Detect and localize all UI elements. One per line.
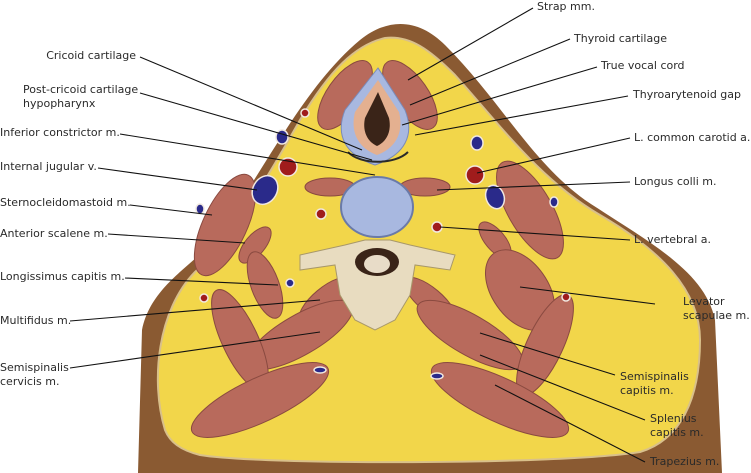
vessel [285, 278, 295, 288]
spinal-cord [364, 255, 390, 273]
right-internal-jugular [251, 174, 279, 206]
leader-semispinalis-capitis [479, 332, 616, 376]
leader-thyroid [409, 38, 571, 106]
label-line: capitis m. [650, 426, 704, 439]
left-common-carotid [465, 165, 485, 185]
label-line: Post-cricoid cartilage [23, 83, 139, 96]
muscle-group [190, 60, 574, 438]
label-line: scapulae m. [683, 309, 750, 322]
label-true-vocal-cord: True vocal cord [601, 59, 685, 72]
label-multifidus: Multifidus m. [0, 314, 72, 327]
leader-splenius [479, 354, 646, 421]
label-line: Levator [683, 295, 725, 308]
cricoid-cartilage [347, 151, 409, 163]
sternocleidomastoid-left [193, 173, 257, 277]
leader-vertebral [439, 226, 631, 241]
leader-strap [407, 7, 534, 81]
leader-trapezius [494, 384, 646, 463]
leader-anterior-scalene [107, 233, 246, 244]
vessel [430, 372, 444, 380]
leader-carotid [476, 137, 631, 174]
leader-semispinalis-cervicis [69, 331, 321, 369]
label-line: cervicis m. [0, 375, 60, 388]
right-common-carotid [278, 157, 298, 177]
leader-inferior-constrictor [119, 133, 376, 176]
label-line: hypopharynx [23, 97, 96, 110]
leader-longus [436, 181, 631, 191]
label-cricoid-cartilage: Cricoid cartilage [46, 49, 136, 62]
label-thyroarytenoid-gap: Thyroarytenoid gap [633, 88, 742, 101]
leader-vocal-cord [401, 66, 598, 126]
vessel [195, 203, 205, 215]
leader-levator [519, 286, 656, 305]
vessel [313, 366, 327, 374]
airway [364, 92, 390, 146]
leader-lines [69, 7, 656, 463]
anterior-scalene-left [238, 226, 272, 264]
vessel [300, 108, 310, 118]
label-l-common-carotid: L. common carotid a. [634, 131, 751, 144]
leader-thyroarytenoid [414, 95, 629, 136]
trapezius-left [190, 362, 330, 438]
left-internal-jugular [484, 184, 506, 210]
leader-post-cricoid [139, 92, 373, 161]
label-longissimus-capitis: Longissimus capitis m. [0, 270, 125, 283]
label-line: Splenius [650, 412, 697, 425]
label-sternocleidomastoid: Sternocleidomastoid m. [0, 196, 131, 209]
label-inferior-constrictor: Inferior constrictor m. [0, 126, 120, 139]
right-external-jugular [275, 129, 289, 145]
label-longus-colli: Longus colli m. [634, 175, 717, 188]
label-thyroid-cartilage: Thyroid cartilage [574, 32, 667, 45]
vessel [199, 293, 209, 303]
label-l-vertebral: L. vertebral a. [634, 233, 712, 246]
trapezius-right [430, 362, 570, 438]
leader-cricoid [139, 56, 363, 151]
longissimus-left [246, 251, 284, 319]
leader-sternocleidomastoid [129, 204, 213, 216]
vertebral-arch [299, 239, 456, 331]
label-anterior-scalene: Anterior scalene m. [0, 227, 108, 240]
label-line: Semispinalis [0, 361, 69, 374]
left-external-jugular [470, 135, 484, 151]
vertebral-body [340, 176, 414, 238]
leader-multifidus [69, 299, 321, 322]
label-internal-jugular: Internal jugular v. [0, 160, 97, 173]
label-line: capitis m. [620, 384, 674, 397]
label-strap-muscles: Strap mm. [537, 0, 595, 13]
leader-longissimus [124, 277, 279, 286]
right-vertebral-artery [315, 208, 327, 220]
label-trapezius: Trapezius m. [650, 455, 720, 468]
vessel [561, 292, 571, 302]
label-line: Semispinalis [620, 370, 689, 383]
leader-internal-jugular [97, 167, 258, 191]
vessel [549, 196, 559, 208]
